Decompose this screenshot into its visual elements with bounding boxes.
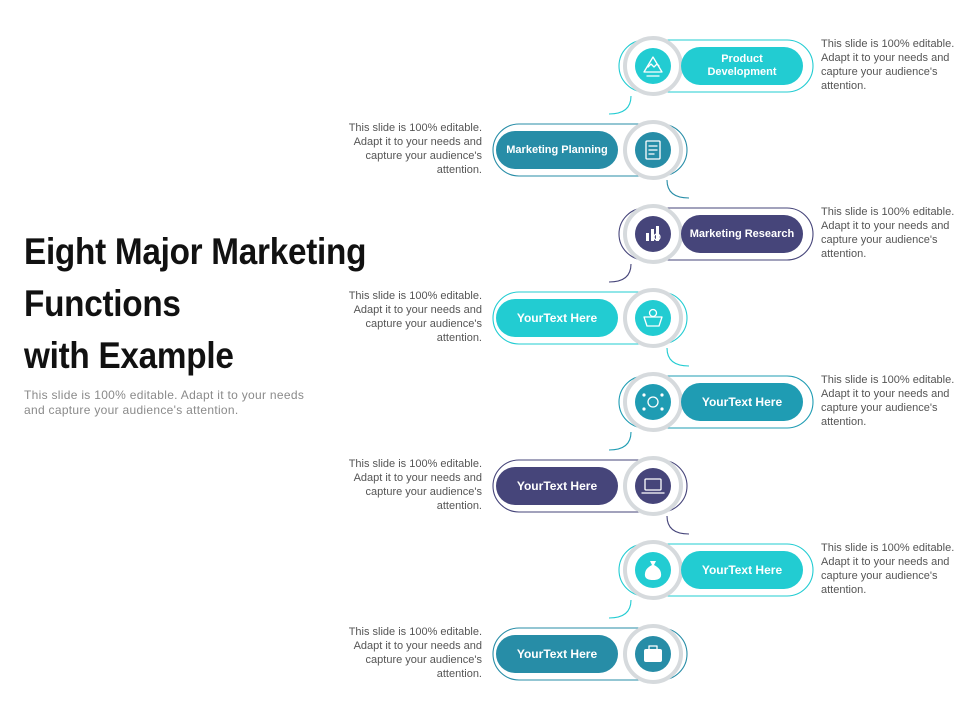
step-capsule-outline: [618, 39, 814, 93]
step-label-line: Marketing Planning: [506, 143, 608, 156]
step-label-line: Text Here: [543, 478, 598, 493]
slide-title-line: Functions: [24, 283, 181, 324]
step-label-pill: Marketing Planning: [496, 131, 618, 169]
step-capsule-outline: [492, 291, 688, 345]
step-label-line: Your: [701, 562, 729, 577]
step-capsule-outline: [618, 543, 814, 597]
step-icon-disc: [635, 384, 671, 420]
step-label-pill: Marketing Research: [681, 215, 803, 253]
step-label-line: Your: [701, 394, 729, 409]
step-label-line: Text Here: [543, 646, 598, 661]
step-capsule-outline: [492, 627, 688, 681]
slide-title-line: Eight Major Marketing: [24, 231, 367, 272]
step-description: This slide is 100% editable. Adapt it to…: [821, 38, 955, 92]
step-label-line: Product Development: [707, 53, 777, 78]
money-basket-icon: [643, 308, 663, 327]
step-label-line: Text Here: [728, 394, 783, 409]
research-chart-icon: [646, 226, 661, 241]
step-description: This slide is 100% editable. Adapt it to…: [821, 374, 955, 428]
step-capsule-outline: [618, 375, 814, 429]
step-connector: [666, 515, 690, 535]
handshake-hexagon-icon: [643, 56, 663, 77]
slide-title: Eight Major Marketing Functions with Exa…: [24, 226, 402, 382]
step-description: This slide is 100% editable. Adapt it to…: [821, 542, 955, 596]
step-label-line: Your: [516, 646, 544, 661]
step-description: This slide is 100% editable. Adapt it to…: [348, 458, 482, 512]
step-capsule-outline: [492, 123, 688, 177]
step-connector: [666, 179, 690, 199]
step-label-pill: Product Development: [681, 47, 803, 85]
step-label-line: Your: [516, 310, 544, 325]
step-description: This slide is 100% editable. Adapt it to…: [348, 626, 482, 680]
step-icon-disc: [635, 468, 671, 504]
money-network-icon: [642, 393, 664, 411]
step-label-line: Your: [516, 478, 544, 493]
step-label-line: Marketing Research: [689, 227, 795, 240]
laptop-icon: [641, 478, 665, 494]
step-connector: [608, 263, 632, 283]
step-label-line: Text Here: [728, 562, 783, 577]
slide-subtitle: This slide is 100% editable. Adapt it to…: [24, 388, 305, 417]
step-description: This slide is 100% editable. Adapt it to…: [348, 290, 482, 344]
step-capsule-outline: [492, 459, 688, 513]
step-capsule-outline: [618, 207, 814, 261]
step-connector: [608, 431, 632, 451]
step-description: This slide is 100% editable. Adapt it to…: [348, 122, 482, 176]
step-connector: [608, 599, 632, 619]
money-bag-icon: [644, 561, 662, 580]
step-label-line: Text Here: [543, 310, 598, 325]
step-description: This slide is 100% editable. Adapt it to…: [821, 206, 955, 260]
slide-title-line: with Example: [24, 335, 234, 376]
briefcase-icon: [644, 645, 662, 662]
document-plan-icon: [645, 140, 661, 160]
step-connector: [666, 347, 690, 367]
step-connector: [608, 95, 632, 115]
step-icon-disc: [635, 300, 671, 336]
